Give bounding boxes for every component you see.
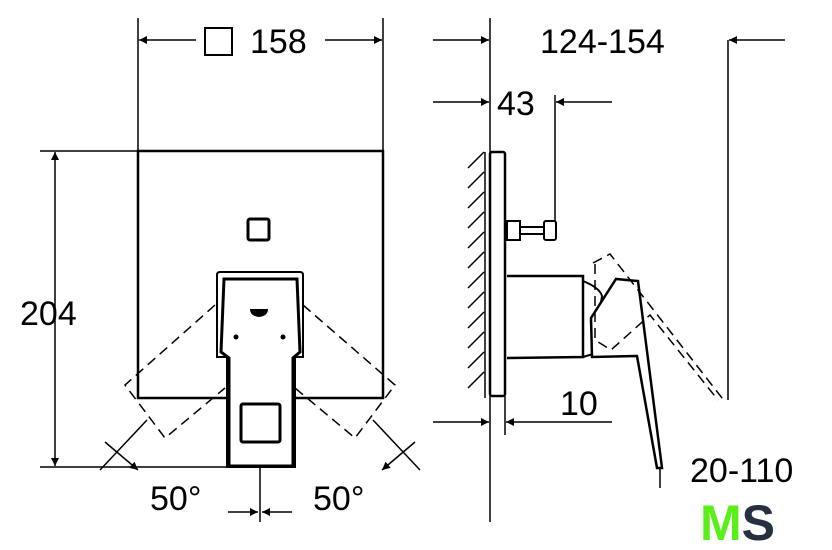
- side-view: [433, 18, 785, 522]
- handle-rotated-right: [294, 304, 397, 440]
- square-symbol-icon: [204, 27, 233, 56]
- diverter-knob: [543, 220, 557, 241]
- diverter-button: [246, 217, 271, 242]
- height-label: 204: [20, 295, 77, 333]
- watermark-logo: MS: [700, 495, 775, 550]
- angle-arrow-left: [104, 441, 139, 471]
- wall-hatching: [467, 151, 486, 398]
- rod-offset-label: 43: [497, 85, 535, 123]
- handle-logo-mark: [250, 309, 268, 317]
- handle: [219, 277, 302, 468]
- handle-rotated-left: [123, 304, 226, 440]
- screw-dot: [280, 334, 286, 340]
- screw-dot: [233, 334, 239, 340]
- angle-right-label: 50°: [313, 480, 364, 518]
- front-view: [40, 18, 421, 522]
- side-plate: [488, 150, 507, 398]
- angle-left-label: 50°: [150, 480, 201, 518]
- lever-rotated: [592, 253, 727, 402]
- handle-square-inset: [239, 402, 282, 444]
- angle-arrow-right: [381, 441, 416, 471]
- diverter-rod-base: [506, 220, 521, 241]
- width-label: 158: [250, 23, 307, 61]
- valve-body: [506, 274, 585, 360]
- lever-range-label: 20-110: [690, 452, 793, 490]
- projection-range-label: 124-154: [540, 23, 665, 61]
- plate-thickness-label: 10: [560, 385, 598, 423]
